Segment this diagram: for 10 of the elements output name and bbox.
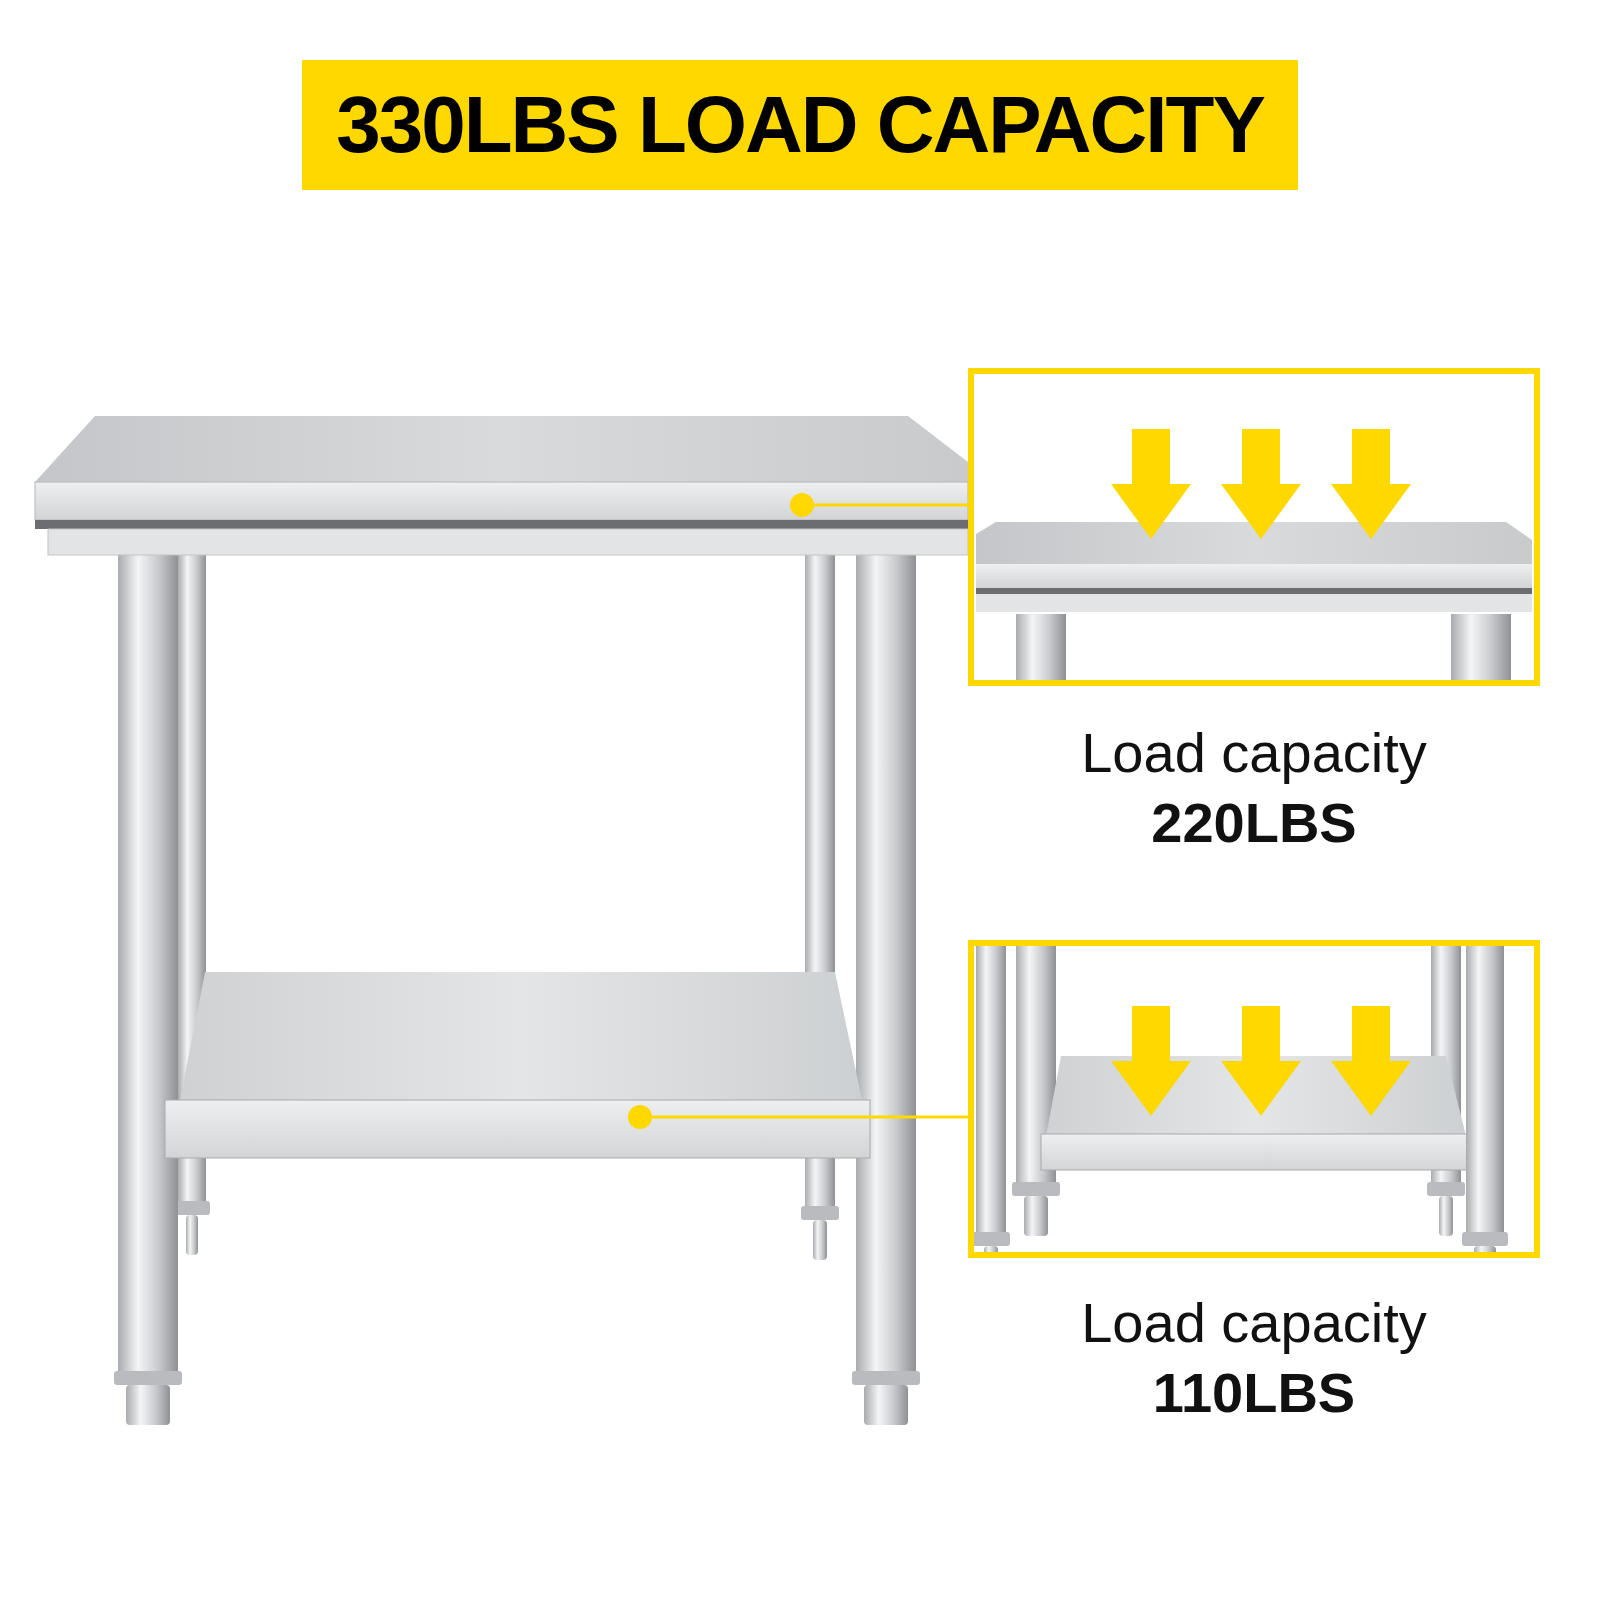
leader-line [628, 1105, 968, 1129]
leader-line [790, 493, 968, 517]
load-capacity-label: Load capacity [1081, 720, 1427, 786]
load-capacity-label: Load capacity [1081, 1290, 1427, 1356]
tabletop-drawing [34, 416, 969, 556]
title-banner: 330LBS LOAD CAPACITY [302, 60, 1298, 190]
load-value: 220LBS [1151, 790, 1357, 856]
shelf-drawing [164, 972, 871, 1159]
zoom-inset [968, 368, 1540, 686]
load-value: 110LBS [1152, 1360, 1356, 1426]
